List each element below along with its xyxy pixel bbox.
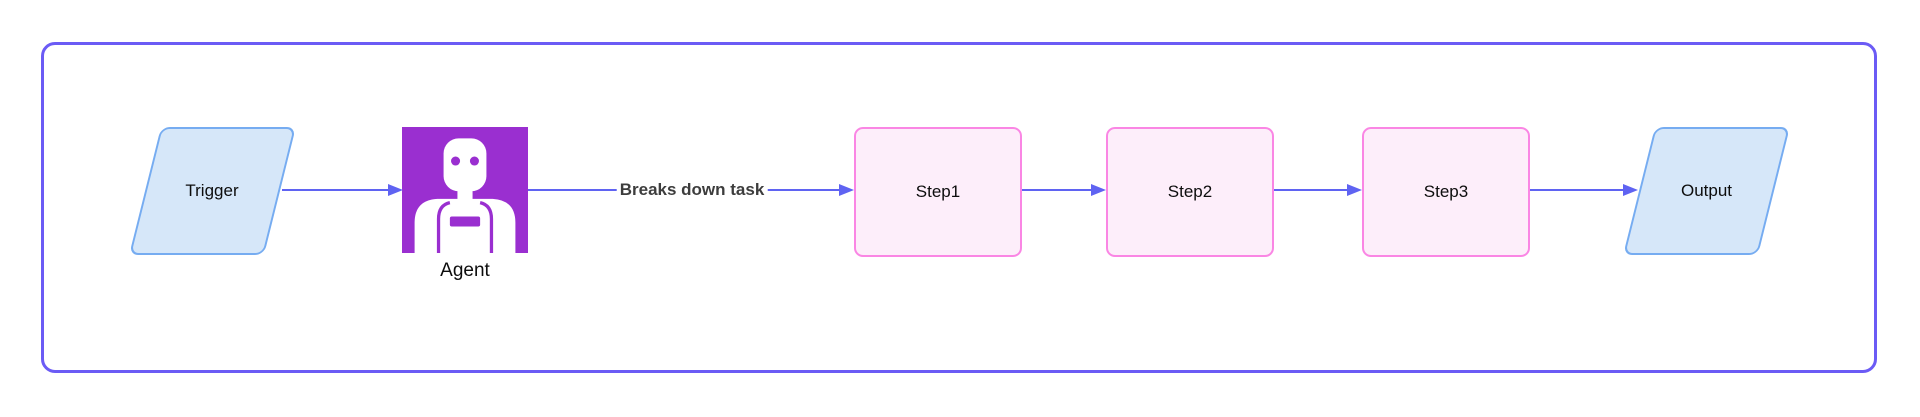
arrowhead-step2-step3 [1347, 184, 1362, 196]
arrowhead-agent-step1 [839, 184, 854, 196]
step2-label: Step2 [1167, 182, 1213, 201]
edge-step3-output [1530, 189, 1624, 191]
node-trigger: Trigger [127, 127, 297, 255]
node-agent [402, 127, 528, 253]
step3-label: Step3 [1423, 182, 1469, 201]
node-step3: Step3 [1362, 127, 1530, 257]
edge-step2-step3 [1274, 189, 1348, 191]
node-step2: Step2 [1106, 127, 1274, 257]
step1-label: Step1 [915, 182, 961, 201]
arrowhead-step1-step2 [1091, 184, 1106, 196]
agent-label: Agent [440, 260, 490, 281]
node-output: Output [1623, 127, 1790, 255]
trigger-label: Trigger [185, 181, 239, 200]
output-label: Output [1680, 181, 1733, 200]
edge-label-breaks-down-task: Breaks down task [616, 180, 768, 200]
arrowhead-trigger-agent [388, 184, 403, 196]
robot-icon [402, 127, 528, 253]
arrowhead-step3-output [1623, 184, 1638, 196]
node-step1: Step1 [854, 127, 1022, 257]
edge-step1-step2 [1022, 189, 1092, 191]
edge-trigger-agent [282, 189, 389, 191]
